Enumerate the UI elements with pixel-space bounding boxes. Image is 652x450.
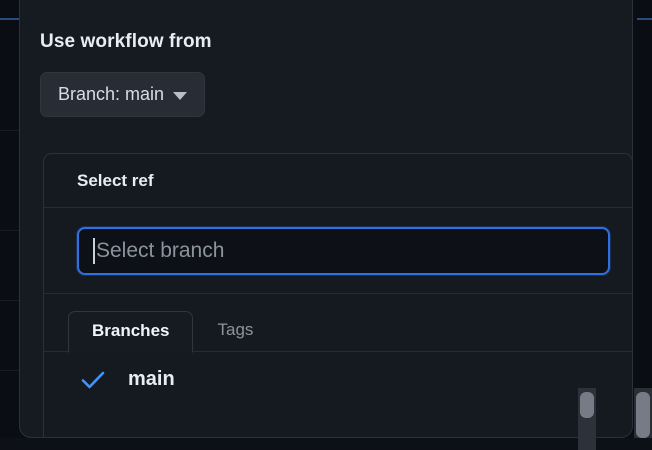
run-workflow-dialog: Use workflow from Branch: main Select re… <box>19 0 633 438</box>
branch-selector-button[interactable]: Branch: main <box>40 72 205 117</box>
branch-list: main <box>44 352 632 399</box>
page-scrollbar-thumb[interactable] <box>636 392 650 438</box>
use-workflow-from-label: Use workflow from <box>40 31 632 53</box>
select-ref-title: Select ref <box>44 154 632 208</box>
list-item[interactable]: main <box>44 360 632 399</box>
branch-search-input[interactable]: Select branch <box>77 227 610 275</box>
dialog-body: Use workflow from Branch: main Select re… <box>20 0 632 437</box>
page-scrollbar[interactable] <box>634 388 652 438</box>
backdrop-divider <box>0 370 19 371</box>
branch-search-placeholder: Select branch <box>96 239 224 263</box>
dialog-scrollbar-thumb[interactable] <box>580 392 594 418</box>
branch-selector-label: Branch: main <box>58 84 164 105</box>
tab-tags[interactable]: Tags <box>193 310 277 352</box>
text-cursor-icon <box>93 238 95 264</box>
check-icon <box>80 369 106 391</box>
dialog-scrollbar[interactable] <box>578 388 596 450</box>
backdrop-accent-rule-left <box>0 18 20 20</box>
backdrop-divider <box>0 300 19 301</box>
branch-name: main <box>128 368 175 391</box>
backdrop-divider <box>0 230 19 231</box>
backdrop-accent-rule-right <box>637 18 652 20</box>
chevron-down-icon <box>173 92 187 100</box>
ref-type-tabs: Branches Tags <box>44 308 632 352</box>
select-ref-panel: Select ref Select branch Branches Tags <box>43 153 633 438</box>
backdrop-divider <box>0 130 19 131</box>
select-ref-search-row: Select branch <box>44 208 632 294</box>
tab-branches[interactable]: Branches <box>68 311 193 353</box>
